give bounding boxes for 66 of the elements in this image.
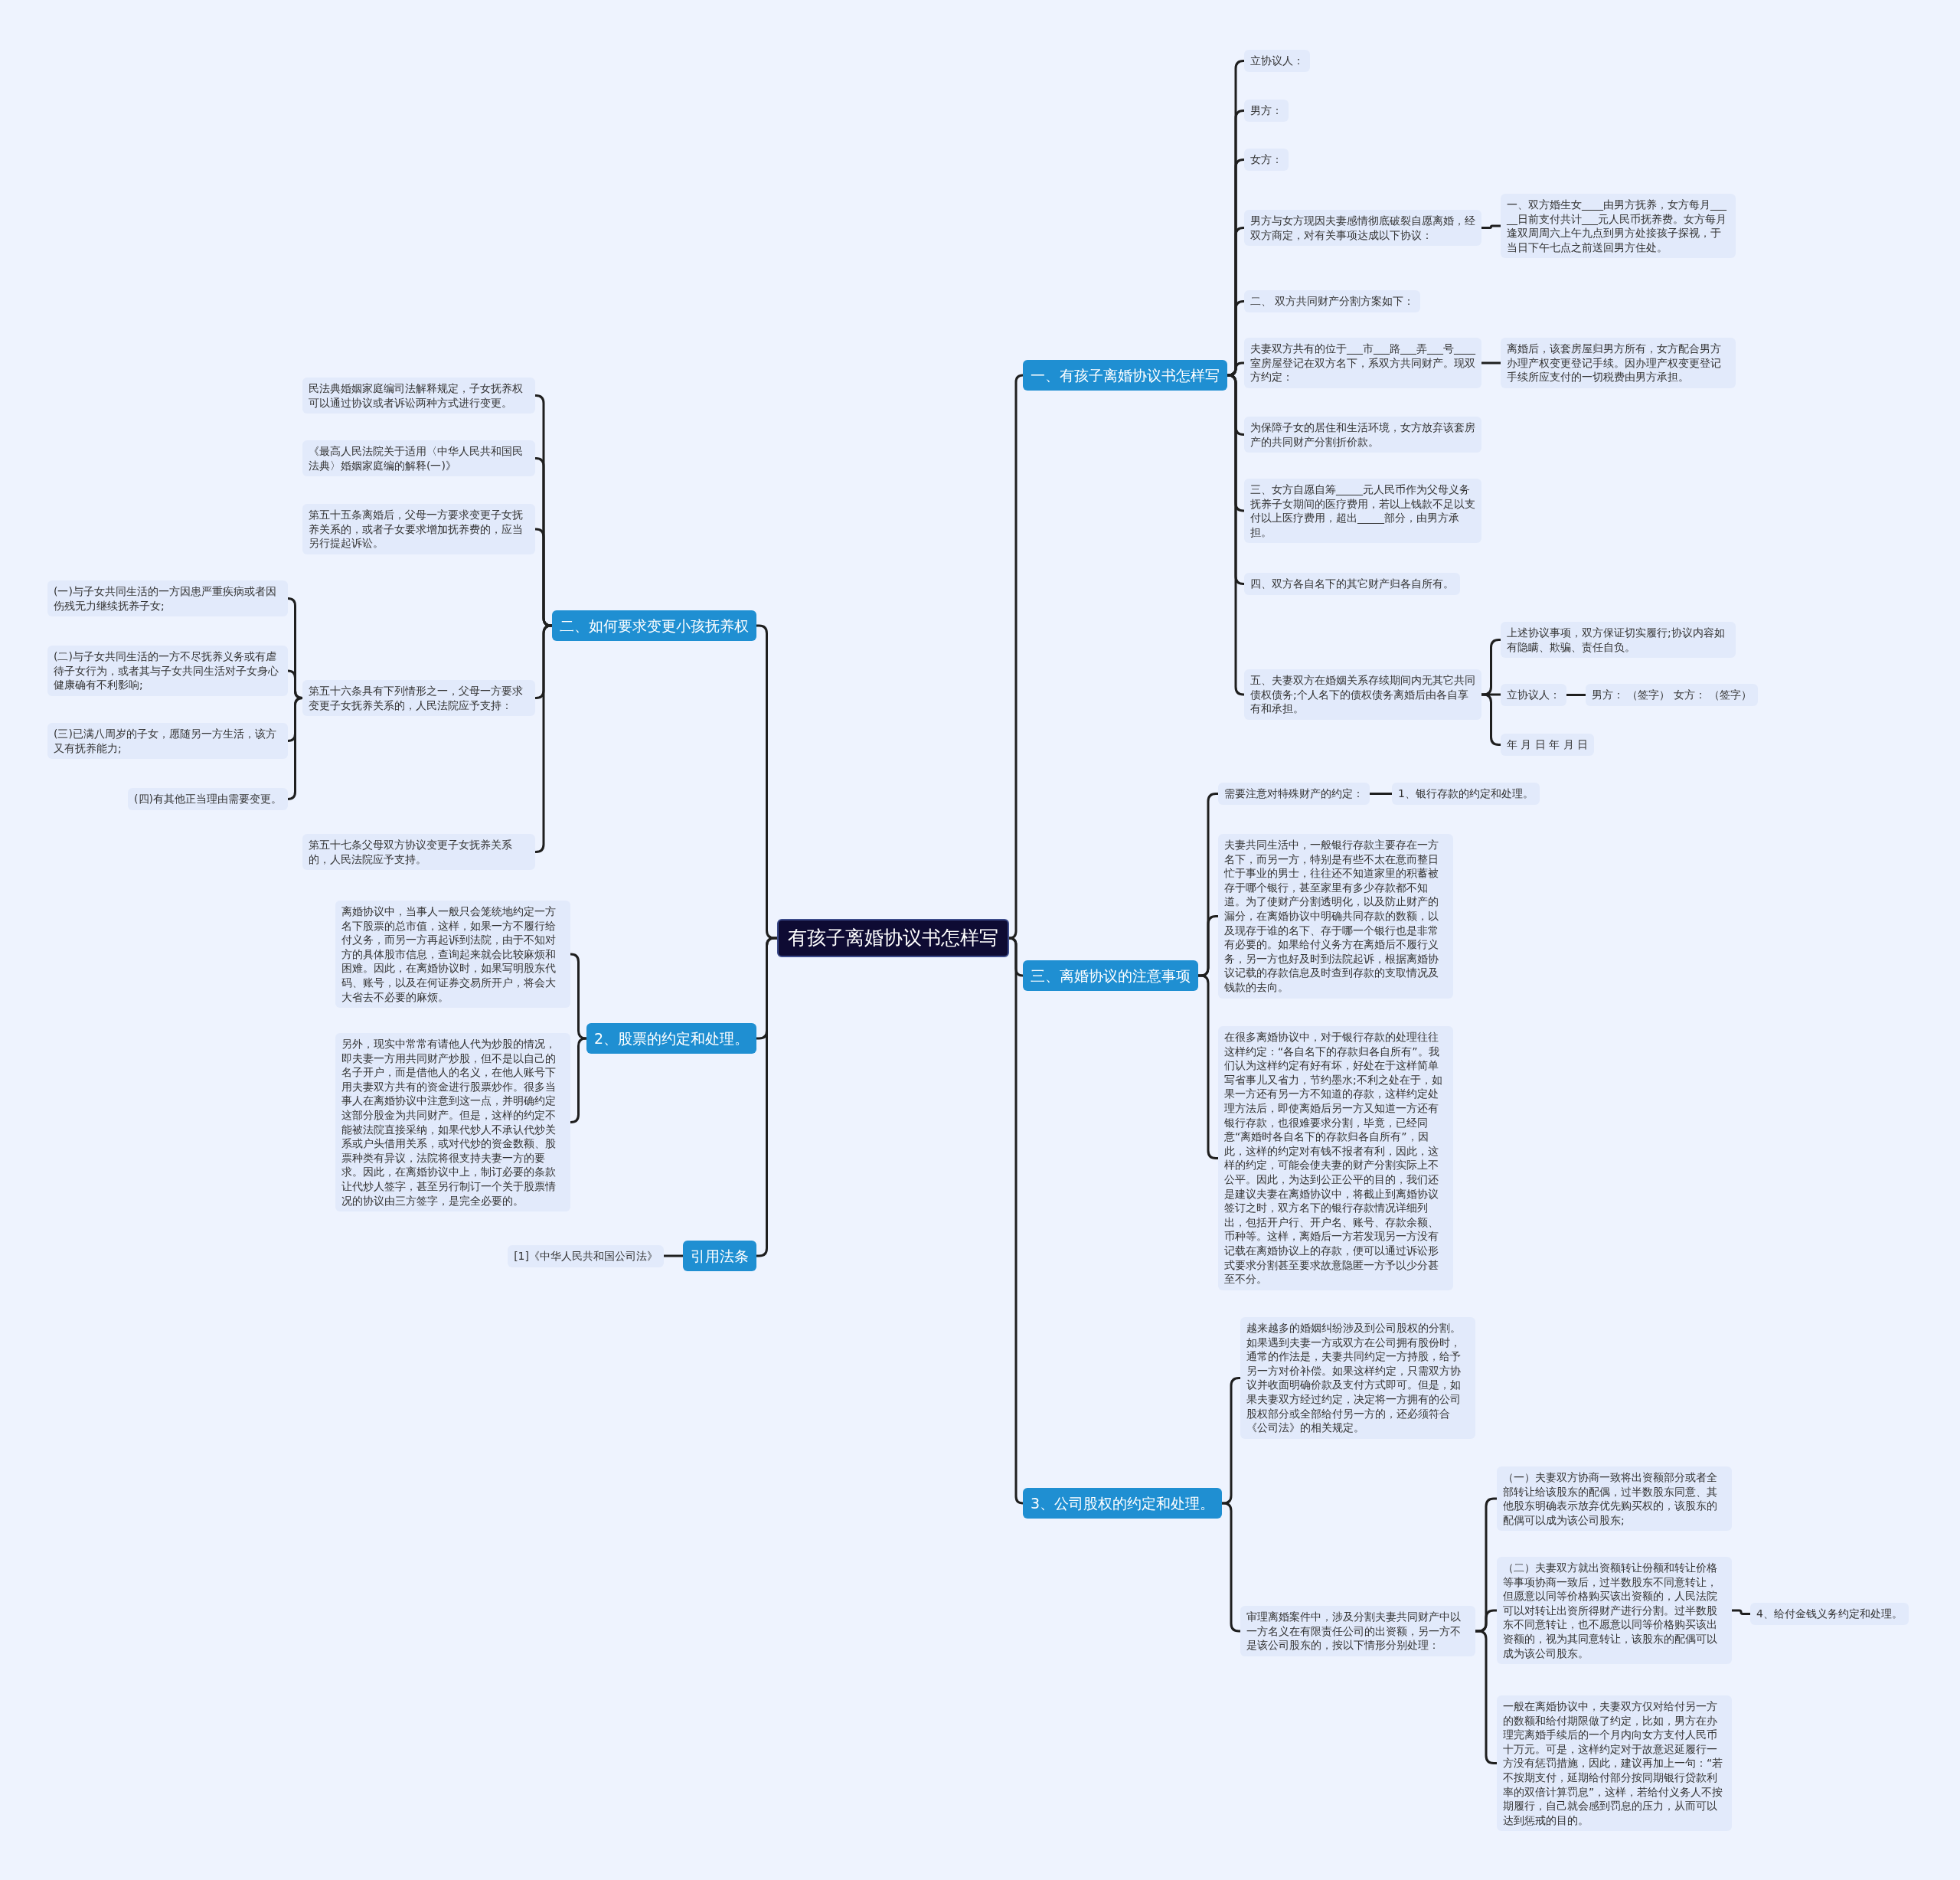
subtopic: 男方与女方现因夫妻感情彻底破裂自愿离婚，经双方商定，对有关事项达成以下协议： xyxy=(1244,210,1481,247)
connector xyxy=(1198,915,1218,977)
connector xyxy=(1566,694,1586,696)
connector xyxy=(1370,793,1392,795)
subtopic: 民法典婚姻家庭编司法解释规定，子女抚养权可以通过协议或者诉讼两种方式进行变更。 xyxy=(302,378,535,414)
central-topic: 有孩子离婚协议书怎样写 xyxy=(777,919,1009,957)
subtopic: (三)已满八周岁的子女，愿随另一方生活，该方又有抚养能力; xyxy=(47,723,288,760)
connector xyxy=(570,953,587,1040)
subtopic: 需要注意对特殊财产的约定： xyxy=(1218,783,1370,805)
subtopic: 第五十七条父母双方协议变更子女抚养关系的，人民法院应予支持。 xyxy=(302,834,535,871)
connector xyxy=(570,1037,587,1123)
subtopic: 第五十五条离婚后，父母一方要求变更子女抚养关系的，或者子女要求增加抚养费的，应当另行提起诉讼。 xyxy=(302,504,535,554)
connector xyxy=(1221,1502,1241,1633)
connector xyxy=(1227,300,1245,377)
subtopic: 在很多离婚协议中，对于银行存款的处理往往这样约定：“各自名下的存款归各自所有”。我们认为这样约定有好有坏，好处在于这样简单写省事儿又省力，节约墨水;不利之处在于，如果一方还有另一方不知道的存款，这样约定处理方法后，即使离婚后另一方又知道一方还有银行存款，也很难要求分割，毕竟，已经同意“离婚时各自名下的存款归各自所有”，因此，这样的约定对有钱不报者有利，因此，这样的约定，可能会使夫妻的财产分割实际上不公平。因此，为达到公正公平的目的，我们还是建议夫妻在离婚协议中，将截止到离婚协议签订之时，双方名下的银行存款情况详细列出，包括开户行、开户名、账号、存款余额、币种等。这样，离婚后一方若发现另一方没有记载在离婚协议上的存款，便可以通过诉讼形式要求分割甚至要求故意隐匿一方予以少分甚至不分。 xyxy=(1218,1026,1453,1290)
branch-topic: 3、公司股权的约定和处理。 xyxy=(1023,1488,1223,1519)
subtopic: 立协议人： xyxy=(1244,50,1310,72)
subtopic: 年 月 日 年 月 日 xyxy=(1501,734,1595,756)
subtopic: 另外，现实中常常有请他人代为炒股的情况，即夫妻一方用共同财产炒股，但不是以自己的名子开户，而是借他人的名义，在他人账号下用夫妻双方共有的资金进行股票炒作。很多当事人在离婚协议中注意到这一点，并明确约定这部分股金为共同财产。但是，这样的约定不能被法院直接采纳，如果代炒人不承认代炒关系或户头借用关系，或对代炒的资金数额、股票种类有异议，法院将很支持夫妻一方的要求。因此，在离婚协议中上，制订必要的条款让代炒人签字，甚至另行制订一个关于股票情况的协议由三方签字，是完全必要的。 xyxy=(335,1033,570,1212)
branch-topic: 2、股票的约定和处理。 xyxy=(586,1023,756,1054)
subtopic: (二)与子女共同生活的一方不尽抚养义务或有虐待子女行为，或者其与子女共同生活对子女身心健康确有不利影响; xyxy=(47,646,288,696)
connector xyxy=(534,528,553,627)
subtopic: 离婚后，该套房屋归男方所有，女方配合男方办理产权变更登记手续。因办理产权变更登记手续所应支付的一切税费由男方承担。 xyxy=(1501,338,1736,388)
subtopic: 夫妻双方共有的位于___市___路___弄___号____室房屋登记在双方名下，系双方共同财产。现双方约定： xyxy=(1244,338,1481,388)
subtopic: 为保障子女的居住和生活环境，女方放弃该套房产的共同财产分割折价款。 xyxy=(1244,417,1481,453)
subtopic: 女方： xyxy=(1244,149,1289,171)
connector xyxy=(1481,361,1501,365)
subtopic: 立协议人： xyxy=(1501,684,1566,706)
subtopic: 四、双方各自名下的其它财产归各自所有。 xyxy=(1244,573,1460,595)
subtopic: 离婚协议中，当事人一般只会笼统地约定一方名下股票的总市值，这样，如果一方不履行给付义务，而另一方再起诉到法院，由于不知对方的具体股市信息，查询起来就会比较麻烦和困难。因此，在离婚协议时，如果写明股东代码、账号，以及在何证券交易所开户，将会大大省去不必要的麻烦。 xyxy=(335,901,570,1009)
connector xyxy=(1222,1377,1240,1505)
connector xyxy=(1481,693,1501,746)
branch-topic: 三、离婚协议的注意事项 xyxy=(1023,960,1198,991)
subtopic: (四)有其他正当理由需要变更。 xyxy=(128,788,288,810)
subtopic: 审理离婚案件中，涉及分割夫妻共同财产中以一方名义在有限责任公司的出资额，另一方不是该公司股东的，按以下情形分别处理： xyxy=(1240,1606,1475,1656)
subtopic: 男方： （签字） 女方： （签字） xyxy=(1586,684,1759,706)
connector xyxy=(1008,374,1024,940)
connector xyxy=(1481,224,1501,229)
branch-topic: 一、有孩子离婚协议书怎样写 xyxy=(1023,360,1227,391)
subtopic: [1]《中华人民共和国公司法》 xyxy=(508,1245,664,1267)
connector xyxy=(1008,937,1024,1505)
subtopic: 《最高人民法院关于适用〈中华人民共和国民法典〉婚姻家庭编的解释(一)》 xyxy=(302,440,535,477)
subtopic: （二）夫妻双方就出资额转让份额和转让价格等事项协商一致后，过半数股东不同意转让，但愿意以同等价格购买该出资额的，人民法院可以对转让出资所得财产进行分割。过半数股东不同意转让，也不愿意以同等价格购买该出资额的，视为其同意转让，该股东的配偶可以成为该公司股东。 xyxy=(1497,1557,1732,1665)
subtopic: 1、银行存款的约定和处理。 xyxy=(1392,783,1540,805)
connector xyxy=(286,697,304,800)
subtopic: 4、给付金钱义务约定和处理。 xyxy=(1750,1603,1909,1625)
subtopic: 上述协议事项，双方保证切实履行;协议内容如有隐瞒、欺骗、责任自负。 xyxy=(1501,622,1736,659)
subtopic: 夫妻共同生活中，一般银行存款主要存在一方名下，而另一方，特别是有些不太在意而整日忙于事业的男士，往往还不知道家里的积蓄被存于哪个银行，甚至家里有多少存款都不知道。为了使财产分割透明化，以及防止财产的漏分，在离婚协议中明确共同存款的数额，以及现存于谁的名下、存于哪一个银行也是非常有必要的。如果给付义务方在离婚后不履行义务，另一方也好及时到法院起诉，根据离婚协议记载的存款信息及时查到存款的支取情况及钱款的去向。 xyxy=(1218,834,1453,999)
branch-topic: 引用法条 xyxy=(683,1241,756,1271)
subtopic: 男方： xyxy=(1244,100,1289,122)
subtopic: 越来越多的婚姻纠纷涉及到公司股权的分割。如果遇到夫妻一方或双方在公司拥有股份时，通常的作法是，夫妻共同约定一方持股，给予另一方对价补偿。如果这样约定，只需双方协议并收面明确价款及支付方式即可。但是，如果夫妻双方经过约定，决定将一方拥有的公司股权部分或全部给付另一方的，还必须符合《公司法》的相关规定。 xyxy=(1240,1317,1475,1439)
subtopic: 三、女方自愿自筹_____元人民币作为父母义务抚养子女期间的医疗费用，若以上钱款不足以支付以上医疗费用，超出_____部分，由男方承担。 xyxy=(1244,479,1481,544)
subtopic: (一)与子女共同生活的一方因患严重疾病或者因伤残无力继续抚养子女; xyxy=(47,580,288,617)
subtopic: 一般在离婚协议中，夫妻双方仅对给付另一方的数额和给付期限做了约定，比如，男方在办理完离婚手续后的一个月内向女方支付人民币十万元。可是，这样约定对于故意迟延履行一方没有惩罚措施，因此，建议再加上一句：“若不按期支付，延期给付部分按同期银行贷款利率的双倍计算罚息”，这样，若给付义务人不按期履行，自己就会感到罚息的压力，从而可以达到惩戒的目的。 xyxy=(1497,1695,1732,1832)
connector xyxy=(1227,361,1244,377)
subtopic: 第五十六条具有下列情形之一，父母一方要求变更子女抚养关系的，人民法院应予支持： xyxy=(302,680,535,717)
subtopic: 二、 双方共同财产分割方案如下： xyxy=(1244,290,1421,312)
subtopic: （一）夫妻双方协商一致将出资额部分或者全部转让给该股东的配偶，过半数股东同意、其他股东明确表示放弃优先购买权的，该股东的配偶可以成为该公司股东; xyxy=(1497,1466,1732,1532)
connector xyxy=(756,624,777,940)
branch-topic: 二、如何要求变更小孩抚养权 xyxy=(552,610,756,641)
subtopic: 五、夫妻双方在婚姻关系存续期间内无其它共同债权债务;个人名下的债权债务离婚后由各自享有和承担。 xyxy=(1244,669,1481,720)
connector xyxy=(664,1254,683,1257)
connector xyxy=(1732,1609,1750,1615)
connector xyxy=(1481,639,1501,696)
subtopic: 一、双方婚生女____由男方抚养，女方每月_____日前支付共计___元人民币抚养费。女方每月逢双周周六上午九点到男方处接孩子探视，于当日下午七点之前送回男方住处。 xyxy=(1501,194,1736,259)
connector xyxy=(534,624,553,853)
